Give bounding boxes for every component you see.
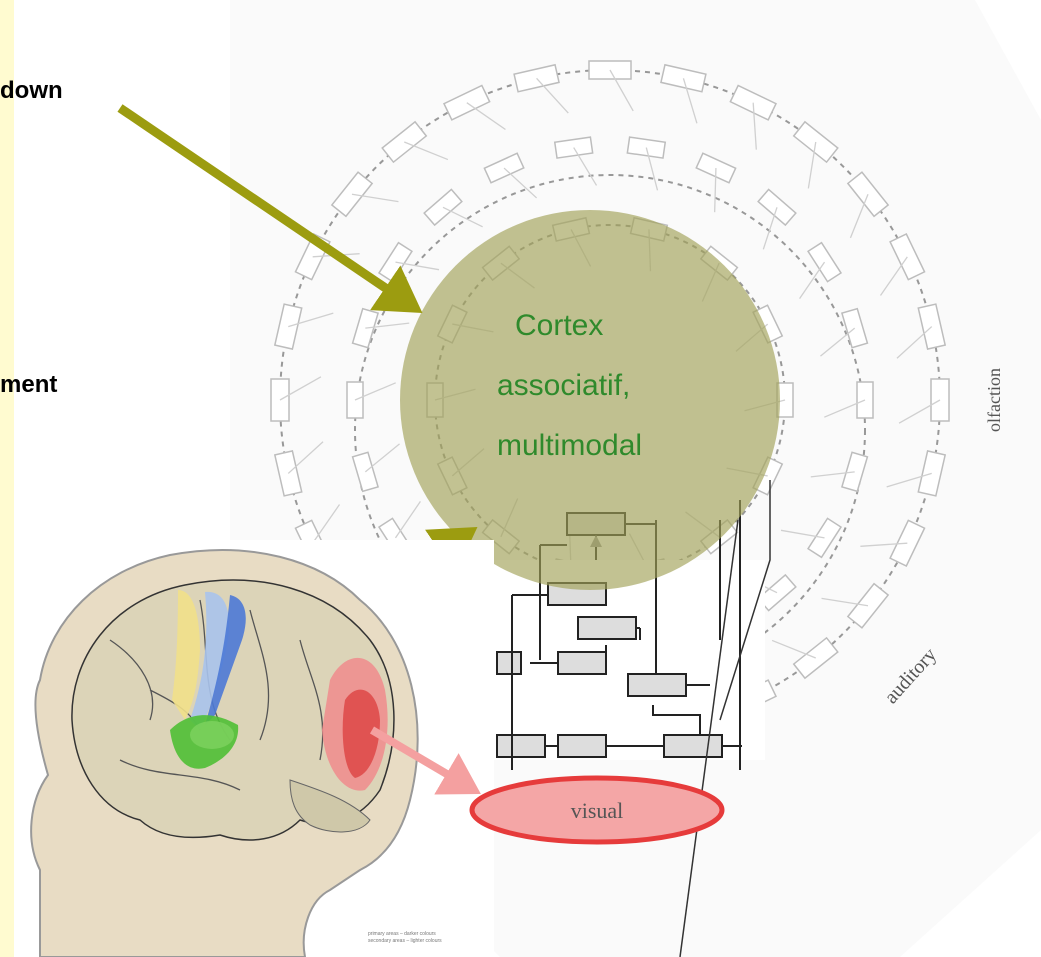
network-connector bbox=[503, 167, 538, 199]
network-connector bbox=[898, 399, 941, 424]
network-connector bbox=[824, 399, 866, 418]
network-connector bbox=[896, 326, 933, 359]
ment-text-fragment: ment bbox=[0, 371, 57, 398]
cortex-label-line2: associatif, bbox=[497, 369, 630, 402]
olfaction-label: olfaction bbox=[984, 368, 1004, 432]
cortex-label-line3: multimodal bbox=[497, 429, 642, 462]
network-connector bbox=[682, 78, 698, 124]
network-connector bbox=[536, 77, 569, 114]
brain-legend-primary: primary areas – darker colours bbox=[368, 931, 436, 937]
cortex-label-line1: Cortex bbox=[515, 309, 603, 342]
network-connector bbox=[714, 168, 717, 213]
associative-cortex-circle bbox=[400, 210, 780, 590]
top-down-text-fragment: down bbox=[0, 77, 63, 104]
network-connector bbox=[771, 639, 816, 659]
network-connector bbox=[820, 327, 856, 357]
network-connector bbox=[466, 102, 506, 131]
top-down-arrow bbox=[117, 104, 423, 314]
network-connector bbox=[821, 597, 869, 607]
network-connector bbox=[645, 147, 659, 191]
network-connector bbox=[780, 529, 825, 539]
network-connector bbox=[288, 312, 334, 328]
left-yellow-strip bbox=[0, 0, 14, 957]
network-connector bbox=[279, 376, 322, 401]
network-connector bbox=[752, 102, 757, 150]
network-connector bbox=[365, 322, 410, 329]
network-connector bbox=[609, 69, 634, 112]
network-connector bbox=[799, 261, 826, 299]
visual-arrow bbox=[369, 726, 481, 795]
visual-label: visual bbox=[571, 798, 624, 823]
network-connector bbox=[394, 501, 421, 539]
network-connector bbox=[879, 256, 908, 296]
network-connector bbox=[287, 441, 324, 474]
network-connector bbox=[442, 206, 483, 228]
brain-legend-secondary: secondary areas – lighter colours bbox=[368, 938, 442, 944]
network-connector bbox=[351, 193, 399, 203]
network-connector bbox=[807, 141, 817, 189]
visual-ellipse bbox=[469, 775, 725, 845]
network-connector bbox=[762, 207, 778, 250]
network-connector bbox=[860, 542, 908, 547]
network-connector bbox=[312, 504, 341, 544]
network-connector bbox=[573, 147, 598, 186]
network-connector bbox=[404, 141, 449, 161]
head-illustration: primary areas – darker colours secondary… bbox=[14, 540, 494, 957]
network-connector bbox=[364, 443, 400, 473]
network-connector bbox=[354, 382, 396, 401]
network-connector bbox=[810, 471, 855, 478]
network-connector bbox=[849, 194, 869, 239]
network-connector bbox=[886, 472, 932, 488]
visual-pathway-network bbox=[490, 480, 771, 957]
